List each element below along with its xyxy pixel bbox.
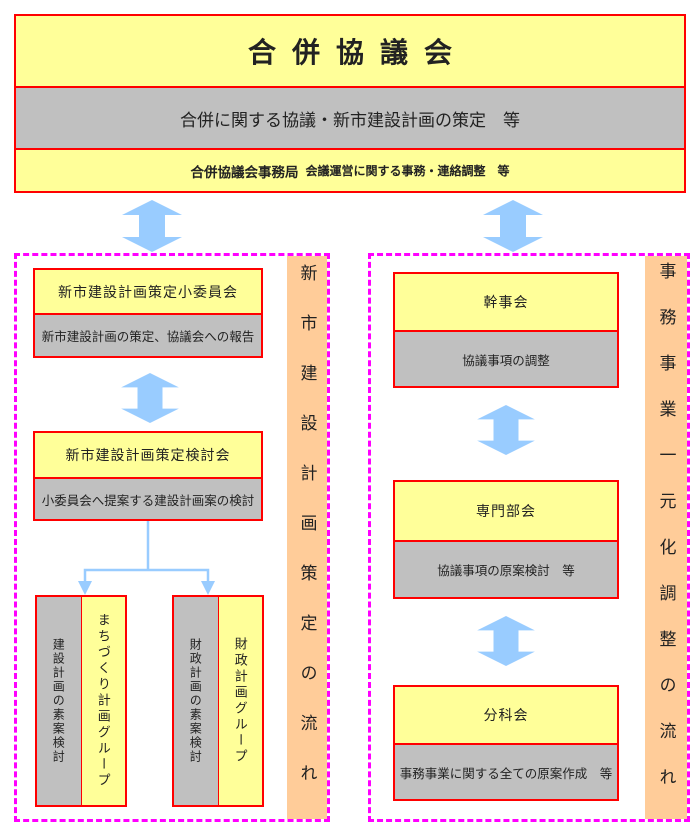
double-arrow-icon: [476, 616, 536, 666]
senmonbukai-role: 協議事項の原案検討 等: [395, 540, 617, 597]
double-arrow-icon: [483, 200, 543, 252]
double-arrow-icon: [476, 405, 536, 455]
left-flow-side-strip: 新市建設計画策定の流れ: [287, 256, 327, 819]
double-arrow-icon: [122, 200, 182, 252]
council-role: 合併に関する協議・新市建設計画の策定 等: [16, 86, 684, 150]
kanjikai-title: 幹事会: [395, 274, 617, 330]
machizukuri-group-name: まちづくり計画グループ: [81, 597, 125, 805]
council-box: 合併協議会 合併に関する協議・新市建設計画の策定 等 合併協議会事務局 会議運営…: [14, 14, 686, 193]
right-flow-side-strip: 事務事業一元化調整の流れ: [645, 256, 687, 819]
machizukuri-group-box: 建設計画の素案検討 まちづくり計画グループ: [35, 595, 127, 807]
subcommittee-box: 新市建設計画策定小委員会 新市建設計画の策定、協議会への報告: [33, 268, 263, 358]
subcommittee-role: 新市建設計画の策定、協議会への報告: [35, 313, 261, 356]
finance-group-role-text: 財政計画の素案検討: [188, 638, 203, 764]
bunkakai-box: 分科会 事務事業に関する全ての原案作成 等: [393, 685, 619, 801]
left-flow-side-label: 新市建設計画策定の流れ: [297, 264, 317, 814]
finance-group-name-text: 財政計画グループ: [232, 637, 248, 765]
machizukuri-group-role-text: 建設計画の素案検討: [51, 638, 66, 764]
branch-arrow-icon: [55, 521, 235, 602]
machizukuri-group-name-text: まちづくり計画グループ: [95, 613, 111, 789]
senmonbukai-box: 専門部会 協議事項の原案検討 等: [393, 480, 619, 599]
finance-group-box: 財政計画の素案検討 財政計画グループ: [172, 595, 264, 807]
study-group-box: 新市建設計画策定検討会 小委員会へ提案する建設計画案の検討: [33, 431, 263, 521]
double-arrow-icon: [120, 373, 180, 423]
secretariat-name: 合併協議会事務局: [190, 164, 299, 180]
council-title: 合併協議会: [247, 37, 468, 68]
bunkakai-title: 分科会: [395, 687, 617, 743]
secretariat-row: 合併協議会事務局 会議運営に関する事務・連絡調整 等: [16, 150, 684, 191]
machizukuri-group-role: 建設計画の素案検討: [37, 597, 82, 805]
right-flow-side-label: 事務事業一元化調整の流れ: [656, 262, 676, 814]
finance-group-role: 財政計画の素案検討: [174, 597, 219, 805]
subcommittee-title: 新市建設計画策定小委員会: [35, 270, 261, 313]
kanjikai-role: 協議事項の調整: [395, 330, 617, 386]
study-group-role: 小委員会へ提案する建設計画案の検討: [35, 477, 261, 519]
senmonbukai-title: 専門部会: [395, 482, 617, 540]
right-flow-panel: 事務事業一元化調整の流れ 幹事会 協議事項の調整 専門部会 協議事項の原案検討 …: [368, 253, 690, 822]
study-group-title: 新市建設計画策定検討会: [35, 433, 261, 477]
finance-group-name: 財政計画グループ: [218, 597, 262, 805]
secretariat-role: 会議運営に関する事務・連絡調整 等: [305, 164, 510, 178]
left-flow-panel: 新市建設計画策定の流れ 新市建設計画策定小委員会 新市建設計画の策定、協議会への…: [14, 253, 330, 822]
kanjikai-box: 幹事会 協議事項の調整: [393, 272, 619, 388]
bunkakai-role: 事務事業に関する全ての原案作成 等: [395, 743, 617, 799]
